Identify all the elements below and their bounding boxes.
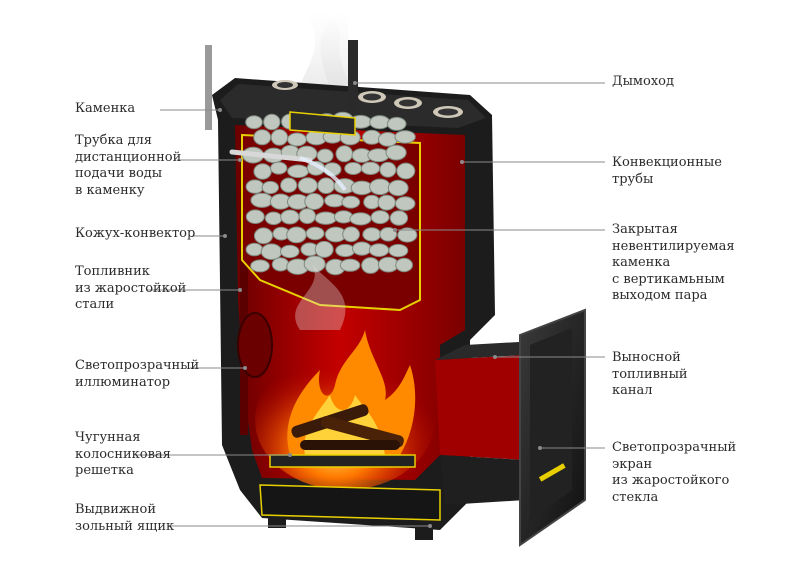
stone — [245, 179, 265, 194]
leg-right — [415, 528, 433, 540]
stone — [370, 210, 390, 225]
label-glass-screen: Светопрозрачный экран из жаростойкого ст… — [612, 440, 737, 505]
stone — [377, 132, 398, 147]
stone — [324, 193, 346, 208]
stone — [280, 209, 300, 225]
stone — [263, 113, 281, 131]
grate-shape — [269, 454, 416, 468]
stone — [264, 211, 283, 226]
ash-drawer-shape — [259, 484, 441, 521]
leader-dot — [238, 288, 242, 292]
label-closed-heater: Закрытая невентилируемая каменка с верти… — [612, 222, 735, 303]
stone — [280, 244, 300, 259]
stone — [298, 208, 316, 225]
stone — [342, 226, 361, 243]
stone — [396, 162, 416, 180]
stone — [316, 148, 334, 164]
stone — [287, 164, 310, 179]
stone — [385, 144, 407, 161]
stone — [360, 161, 381, 176]
leader-dot — [393, 228, 397, 232]
stone — [303, 255, 326, 273]
stone — [339, 258, 361, 272]
stone — [250, 192, 274, 208]
stone — [280, 177, 298, 193]
stone — [379, 227, 398, 242]
stone — [379, 161, 397, 178]
stone — [352, 241, 372, 256]
stone — [369, 178, 391, 196]
stone — [394, 196, 416, 211]
leg-left — [268, 518, 286, 528]
stone — [245, 115, 263, 130]
stone — [369, 115, 391, 130]
stone — [304, 193, 325, 210]
stone — [314, 240, 334, 258]
stone — [386, 116, 407, 131]
steam-cloud — [295, 260, 346, 330]
stone — [270, 129, 289, 146]
stone — [317, 177, 336, 194]
label-firebox: Топливник из жаростойкой стали — [75, 264, 187, 312]
leader-dot — [218, 108, 222, 112]
stone — [260, 243, 283, 260]
label-casing-convector: Кожух-конвектор — [75, 226, 196, 241]
leader-dot — [223, 234, 227, 238]
stone — [245, 242, 264, 257]
label-kamenka: Каменка — [75, 101, 136, 116]
stone — [361, 257, 380, 274]
stone — [341, 195, 361, 209]
label-illuminator: Светопрозрачный иллюминатор — [75, 358, 200, 390]
stone — [394, 130, 416, 144]
stone — [245, 209, 265, 224]
stone — [253, 129, 272, 146]
stone — [363, 194, 381, 210]
label-chimney: Дымоход — [612, 74, 675, 89]
stone — [388, 243, 409, 258]
stone — [297, 177, 318, 194]
fuel-channel-shape — [435, 308, 586, 547]
label-convection-pipes: Конвекционные трубы — [612, 155, 722, 187]
label-ash-drawer: Выдвижной зольный ящик — [75, 502, 175, 534]
stone — [253, 163, 272, 180]
leader-dot — [538, 446, 542, 450]
water-pipe-vertical — [205, 45, 212, 130]
stone — [261, 180, 279, 195]
stone — [377, 194, 396, 211]
leader-dot — [353, 81, 357, 85]
stone — [397, 227, 418, 243]
stone — [271, 257, 290, 272]
stone — [395, 257, 414, 273]
stone — [253, 227, 274, 245]
chimney-pipe — [348, 40, 358, 130]
leader-lines — [135, 81, 605, 528]
label-fuel-channel: Выносной топливный канал — [612, 350, 688, 398]
stone — [389, 210, 409, 226]
stone — [335, 145, 354, 163]
stone — [270, 161, 288, 175]
leader-dot — [238, 158, 242, 162]
leader-dot — [243, 366, 247, 370]
label-water-tube: Трубка для дистанционной подачи воды в к… — [75, 133, 182, 198]
stone — [250, 259, 270, 273]
stone — [286, 226, 307, 244]
stone-heater — [229, 111, 421, 312]
stone — [314, 211, 337, 225]
stone — [305, 226, 325, 241]
label-grate: Чугунная колосниковая решетка — [75, 430, 171, 478]
stone — [344, 162, 363, 175]
stone — [368, 243, 390, 258]
leader-dot — [493, 355, 497, 359]
stone — [387, 179, 409, 197]
stone — [349, 212, 372, 226]
stone — [362, 227, 382, 242]
leader-dot — [288, 453, 292, 457]
stone — [287, 132, 307, 147]
leader-dot — [460, 160, 464, 164]
stone — [335, 243, 356, 258]
leader-dot — [428, 524, 432, 528]
